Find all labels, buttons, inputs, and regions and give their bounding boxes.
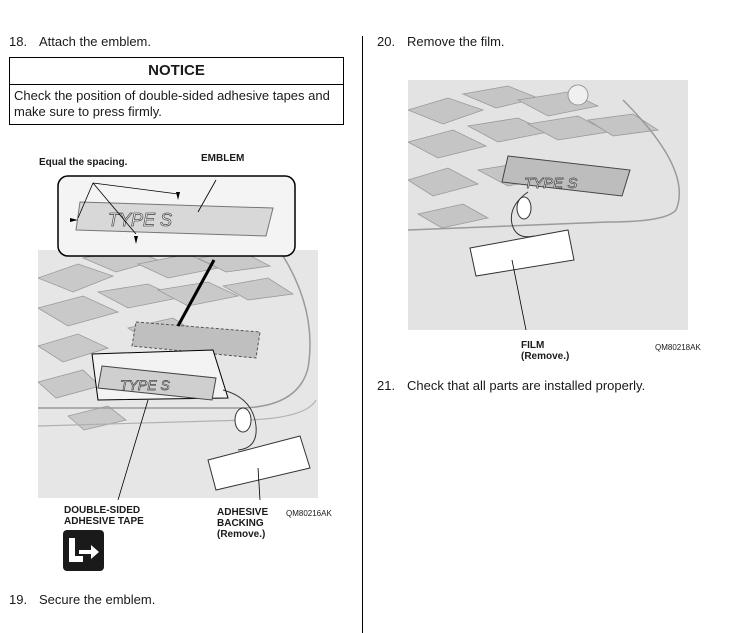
adhesive-backing-strip: [207, 435, 311, 491]
notice-body: Check the position of double-sided adhes…: [10, 85, 343, 120]
step-number: 21.: [377, 378, 396, 393]
label-line: DOUBLE-SIDED: [64, 505, 141, 516]
step-19: 19. Secure the emblem.: [9, 592, 155, 607]
backing-leader-line: [257, 467, 261, 500]
film-tab: [516, 196, 532, 220]
spacing-arrow: [176, 192, 180, 200]
spacing-leader-line: [92, 182, 137, 235]
film-removal-illustration: TYPE S: [408, 80, 688, 330]
notice-title: NOTICE: [10, 58, 343, 85]
step-20: 20. Remove the film.: [377, 34, 505, 49]
film-leader-line: [511, 259, 527, 330]
figure-code: QM80218AK: [655, 343, 701, 352]
notice-line: Check the position of double-sided adhes…: [14, 88, 330, 103]
notice-line: make sure to press firmly.: [14, 104, 162, 119]
step-text: Secure the emblem.: [39, 592, 156, 607]
label-line: (Remove.): [521, 351, 570, 362]
spacing-arrow: [134, 236, 138, 244]
step-21: 21. Check that all parts are installed pr…: [377, 378, 645, 393]
label-adhesive-backing: ADHESIVE BACKING (Remove.): [217, 507, 268, 540]
spacing-arrow: [70, 218, 78, 222]
label-line: ADHESIVE TAPE: [64, 516, 144, 527]
callout-emblem-plate: [75, 201, 274, 237]
mounting-boss: [567, 84, 589, 106]
emblem-recess: [131, 321, 261, 359]
bumper-edge: [38, 247, 311, 409]
column-divider: [362, 36, 363, 633]
spacing-leader-line: [77, 182, 94, 219]
tape-leader-line: [117, 399, 149, 500]
label-line: (Remove.): [217, 529, 266, 540]
emblem-with-tape: [97, 365, 217, 401]
step-number: 18.: [9, 34, 28, 49]
backing-tab: [234, 407, 252, 433]
callout-pointer: [176, 259, 216, 327]
figure-code: QM80216AK: [286, 509, 332, 518]
emblem-leader-line: [197, 179, 217, 213]
step-number: 19.: [9, 592, 28, 607]
tape-emblem-text: TYPE S: [120, 377, 170, 393]
installed-emblem: [501, 155, 631, 197]
label-film: FILM (Remove.): [521, 340, 569, 362]
installed-emblem-text: TYPE S: [524, 175, 577, 192]
bumper-edge: [408, 99, 680, 231]
notice-box: NOTICE Check the position of double-side…: [9, 57, 344, 125]
emblem-installation-illustration: TYPE S TYPE S: [38, 175, 318, 500]
grille-mesh: [38, 247, 295, 431]
label-emblem: EMBLEM: [201, 153, 245, 164]
step-18: 18. Attach the emblem.: [9, 34, 151, 49]
label-double-sided-tape: DOUBLE-SIDED ADHESIVE TAPE: [64, 505, 144, 527]
step-text: Check that all parts are installed prope…: [407, 378, 646, 393]
label-line: ADHESIVE: [217, 507, 269, 518]
film-strip: [469, 229, 575, 277]
label-equal-spacing: Equal the spacing.: [39, 157, 128, 168]
backing-peel-line: [222, 389, 257, 451]
label-line: FILM: [521, 340, 545, 351]
step-text: Remove the film.: [407, 34, 505, 49]
spacing-leader-line: [92, 182, 179, 195]
press-firmly-icon: [63, 530, 104, 571]
step-number: 20.: [377, 34, 396, 49]
callout-emblem-text: TYPE S: [108, 210, 172, 230]
label-line: BACKING: [217, 518, 264, 529]
step-text: Attach the emblem.: [39, 34, 151, 49]
